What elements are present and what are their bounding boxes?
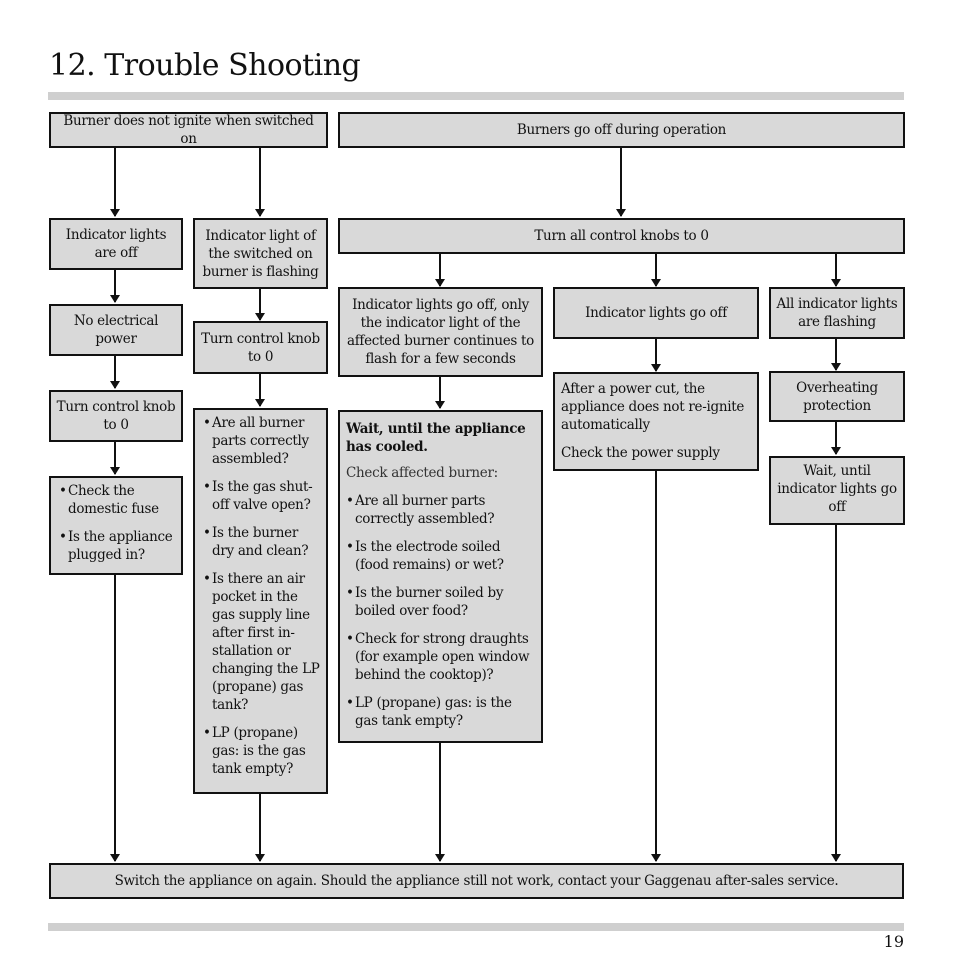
box-turn-knob-off: Turn control knob to 0 bbox=[49, 390, 183, 442]
box-lights-go-off-affected-text: Indicator lights go off, only the indica… bbox=[346, 297, 535, 367]
list-item: Is the burner dry and clean? bbox=[203, 524, 320, 560]
list-item: Check for strong draughts (for example o… bbox=[346, 630, 535, 684]
box-switch-on-again: Switch the appliance on again. Should th… bbox=[49, 863, 904, 899]
list-item: Is the burner soiled by boiled over food… bbox=[346, 584, 535, 620]
list-item: Is the electrode soiled (food remains) o… bbox=[346, 538, 535, 574]
box-burner-no-ignite: Burner does not ignite when switched on bbox=[49, 112, 328, 148]
box-turn-all-knobs-text: Turn all control knobs to 0 bbox=[534, 228, 709, 244]
box-all-lights-flashing-text: All indicator lights are flashing bbox=[776, 296, 898, 330]
box-burners-go-off: Burners go off during operation bbox=[338, 112, 905, 148]
box-indicator-lights-go-off: Indicator lights go off bbox=[553, 287, 759, 339]
box-overheating-protection: Overheating protection bbox=[769, 371, 905, 422]
list-item: Are all burner parts correctly assembled… bbox=[346, 492, 535, 528]
list-item: LP (propane) gas: is the gas tank empty? bbox=[346, 694, 535, 730]
list-item: Is the appliance plugged in? bbox=[59, 528, 175, 564]
box-wait-indicator: Wait, until indicator lights go off bbox=[769, 456, 905, 525]
check-affected-burner: Check affected burner: bbox=[346, 465, 498, 481]
box-no-electrical-power: No electrical power bbox=[49, 304, 183, 356]
box-wait-cooled: Wait, until the appliance has cooled. Ch… bbox=[338, 410, 543, 743]
box-turn-all-knobs: Turn all control knobs to 0 bbox=[338, 218, 905, 254]
title-divider bbox=[48, 92, 904, 100]
box-wait-indicator-text: Wait, until indicator lights go off bbox=[777, 463, 897, 515]
footer-divider bbox=[48, 923, 904, 931]
box-turn-knob-flashing: Turn control knob to 0 bbox=[193, 321, 328, 374]
box-indicator-light-flashing: Indicator light of the switched on burne… bbox=[193, 218, 328, 289]
box-gas-checks: Are all burner parts correctly assembled… bbox=[193, 408, 328, 794]
box-overheating-protection-text: Overheating protection bbox=[796, 379, 878, 414]
list-item: Check the domestic fuse bbox=[59, 482, 175, 518]
box-fuse-checks: Check the domestic fuse Is the appliance… bbox=[49, 476, 183, 575]
box-switch-on-again-text: Switch the appliance on again. Should th… bbox=[114, 873, 839, 889]
list-item: Are all burner parts correctly assembled… bbox=[203, 414, 320, 468]
box-burners-go-off-text: Burners go off during operation bbox=[516, 122, 727, 138]
page-title: 12. Trouble Shooting bbox=[49, 48, 361, 83]
box-burner-no-ignite-text: Burner does not ignite when switched on bbox=[63, 113, 314, 147]
box-turn-knob-flashing-text: Turn control knob to 0 bbox=[201, 330, 320, 365]
box-indicator-lights-off: Indicator lights are off bbox=[49, 218, 183, 270]
box-power-cut: After a power cut, the appliance does no… bbox=[553, 372, 759, 471]
list-item: LP (propane) gas: is the gas tank empty? bbox=[203, 724, 320, 778]
check-power-supply-text: Check the power supply bbox=[561, 445, 720, 461]
box-indicator-light-flashing-text: Indicator light of the switched on burne… bbox=[202, 227, 319, 280]
power-cut-text: After a power cut, the appliance does no… bbox=[561, 381, 745, 433]
box-indicator-lights-off-text: Indicator lights are off bbox=[65, 227, 167, 261]
list-item: Is the gas shut-off valve open? bbox=[203, 478, 320, 514]
box-no-electrical-power-text: No electrical power bbox=[73, 313, 159, 347]
box-indicator-lights-go-off-text: Indicator lights go off bbox=[585, 305, 727, 321]
list-item: Is there an air pocket in the gas supply… bbox=[203, 570, 320, 714]
box-all-lights-flashing: All indicator lights are flashing bbox=[769, 287, 905, 339]
box-lights-go-off-affected: Indicator lights go off, only the indica… bbox=[338, 287, 543, 377]
page-number: 19 bbox=[883, 932, 904, 951]
box-turn-knob-off-text: Turn control knob to 0 bbox=[56, 399, 176, 433]
wait-cooled-heading: Wait, until the appliance has cooled. bbox=[346, 421, 526, 455]
